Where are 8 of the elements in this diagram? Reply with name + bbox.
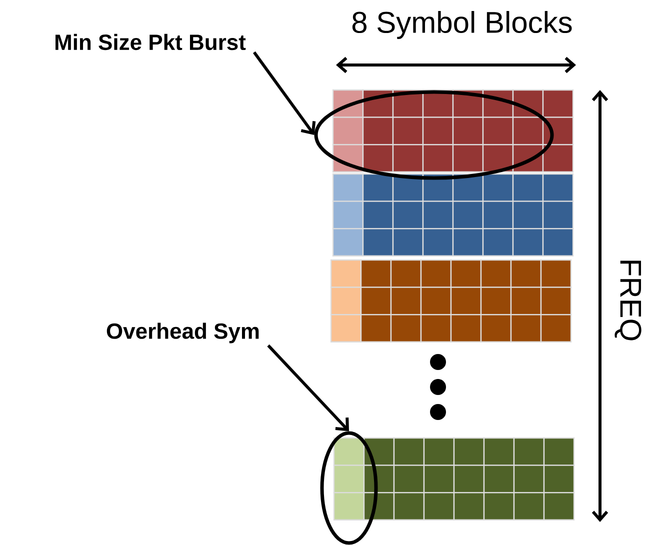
highlight-ellipse bbox=[314, 90, 554, 180]
dimension-label: 8 Symbol Blocks bbox=[352, 11, 572, 39]
callout-text: Overhead Sym bbox=[106, 322, 259, 344]
callout-text: Min Size Pkt Burst bbox=[56, 34, 246, 50]
highlight-ellipse bbox=[320, 431, 378, 545]
arrow bbox=[252, 51, 316, 135]
arrow bbox=[267, 344, 349, 432]
axis-label: FREQ bbox=[614, 260, 642, 340]
